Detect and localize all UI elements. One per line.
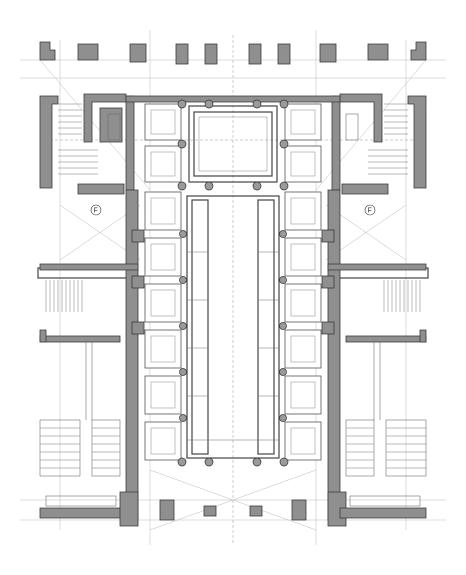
side-wall-piers [39, 229, 427, 343]
marker-labels: F F [90, 204, 376, 216]
left-wing [37, 93, 131, 477]
columns [177, 99, 289, 467]
top-piers [39, 41, 427, 65]
bottom-front [39, 491, 427, 527]
right-wing [335, 93, 429, 477]
upper-central-court [144, 103, 322, 183]
nave-side-bays [144, 191, 322, 461]
central-nave [186, 195, 280, 459]
marker-left-label: F [94, 208, 98, 215]
marker-right-label: F [368, 208, 372, 215]
